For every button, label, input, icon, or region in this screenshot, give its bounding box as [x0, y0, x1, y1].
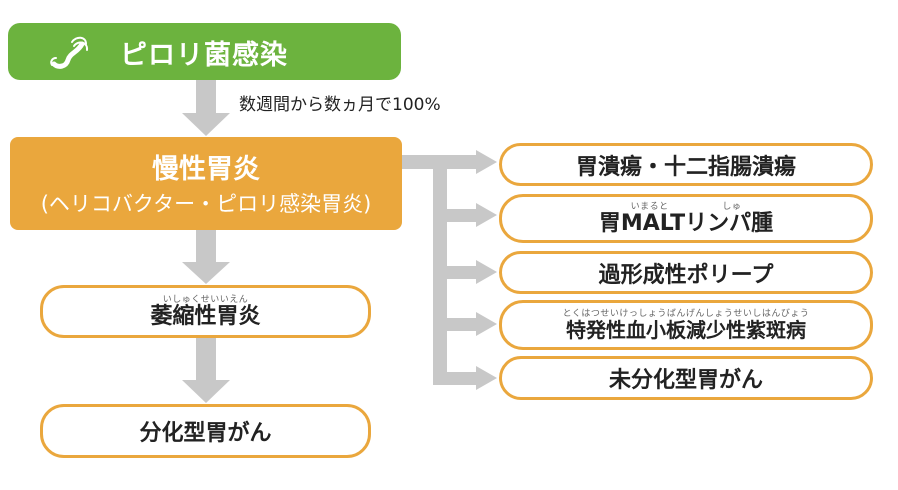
arrow-shaft-chronic	[196, 230, 216, 264]
malt-lymphoma-box: いまると しゅ 胃MALTリンパ腫	[499, 194, 873, 243]
bacteria-icon	[50, 36, 89, 69]
arrow-shaft-atrophic	[196, 338, 216, 382]
helicobacter-infection-box: ピロリ菌感染	[8, 23, 401, 80]
branch-head-3	[476, 260, 497, 284]
branch-stub-3	[447, 318, 479, 331]
itp-label: 特発性血小板減少性紫斑病	[565, 318, 806, 342]
differentiated-gastric-cancer-box: 分化型胃がん	[40, 404, 371, 458]
branch-head-4	[476, 312, 497, 336]
atrophic-gastritis-label: 萎縮性胃炎	[150, 303, 261, 329]
branch-head-1	[476, 150, 497, 174]
progression-note: 数週間から数ヵ月で100%	[239, 95, 441, 115]
peptic-ulcer-label: 胃潰瘍・十二指腸潰瘍	[575, 154, 796, 180]
infection-title: ピロリ菌感染	[120, 40, 288, 71]
undifferentiated-gastric-cancer-label: 未分化型胃がん	[608, 368, 763, 393]
arrow-shaft-infection	[196, 80, 216, 115]
branch-stub-4	[447, 372, 479, 385]
undifferentiated-gastric-cancer-box: 未分化型胃がん	[499, 356, 873, 400]
hyperplastic-polyp-label: 過形成性ポリープ	[598, 262, 774, 288]
differentiated-gastric-cancer-label: 分化型胃がん	[139, 421, 272, 446]
itp-box: とくはつせいけっしょうばんげんしょうせいしはんびょう 特発性血小板減少性紫斑病	[499, 300, 873, 350]
arrow-head-chronic	[182, 262, 230, 284]
chronic-gastritis-subtitle: (ヘリコバクター・ピロリ感染胃炎)	[40, 192, 372, 216]
branch-head-2	[476, 203, 497, 227]
branch-head-5	[476, 366, 497, 390]
arrow-head-infection	[182, 113, 230, 136]
branch-stub-1	[447, 209, 479, 222]
branch-vertical	[433, 155, 447, 385]
atrophic-gastritis-ruby: いしゅくせいいえん	[162, 294, 249, 305]
chronic-gastritis-title: 慢性胃炎	[152, 154, 260, 185]
itp-ruby: とくはつせいけっしょうばんげんしょうせいしはんびょう	[562, 309, 810, 319]
malt-lymphoma-ruby: いまると しゅ	[630, 201, 742, 212]
hyperplastic-polyp-box: 過形成性ポリープ	[499, 251, 873, 294]
chronic-gastritis-box: 慢性胃炎 (ヘリコバクター・ピロリ感染胃炎)	[10, 137, 402, 230]
malt-lymphoma-label: 胃MALTリンパ腫	[598, 210, 774, 236]
atrophic-gastritis-box: いしゅくせいいえん 萎縮性胃炎	[40, 285, 371, 338]
peptic-ulcer-box: 胃潰瘍・十二指腸潰瘍	[499, 143, 873, 186]
arrow-head-atrophic	[182, 380, 230, 403]
branch-stub-2	[447, 266, 479, 279]
